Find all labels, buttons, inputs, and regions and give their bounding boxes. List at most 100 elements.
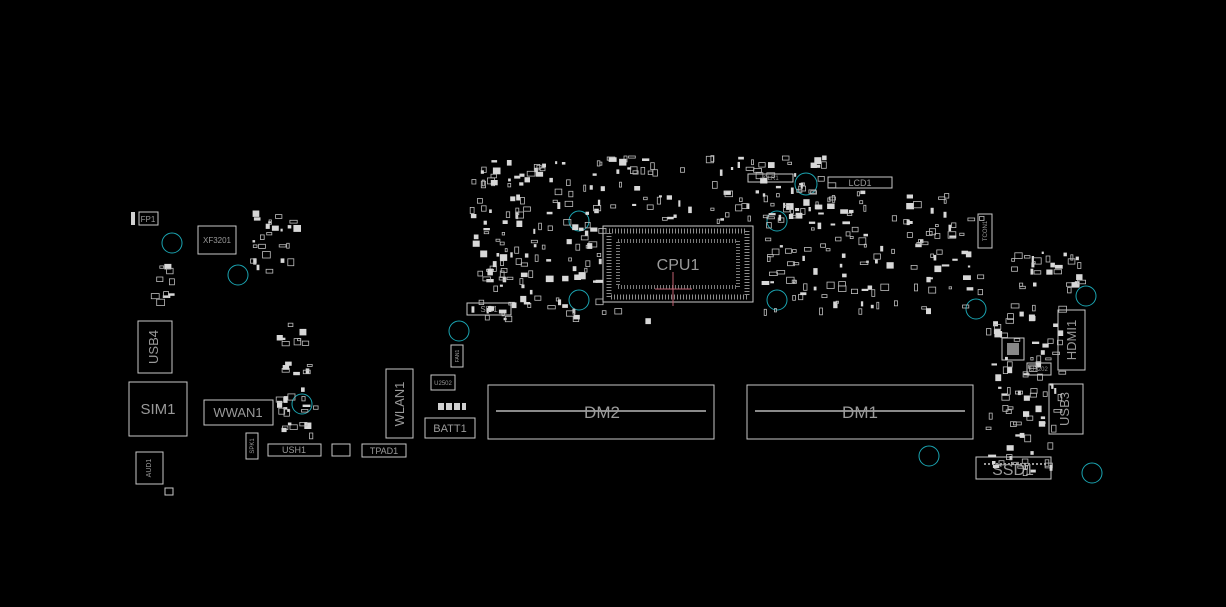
smd-part xyxy=(305,368,310,374)
smd-part xyxy=(1053,409,1063,413)
smd-part xyxy=(281,427,287,433)
smd-part xyxy=(301,409,309,413)
smd-part xyxy=(500,260,504,266)
smd-part xyxy=(808,221,816,224)
sim-slot[interactable]: SIM1 xyxy=(128,381,188,437)
smd-part xyxy=(483,228,490,231)
smd-part xyxy=(520,272,528,278)
smd-part xyxy=(536,164,542,169)
smd-part xyxy=(1028,364,1037,369)
smd-part xyxy=(301,396,306,402)
cpu-label: CPU1 xyxy=(657,257,700,274)
smd-part xyxy=(991,363,997,366)
smd-part xyxy=(1002,404,1009,412)
lcd-connector[interactable]: LCD1 xyxy=(827,176,893,189)
smd-part xyxy=(547,305,556,310)
smd-part xyxy=(514,246,520,254)
smd-part xyxy=(948,286,952,290)
cpu-package[interactable]: CPU1 xyxy=(602,225,754,306)
smd-part xyxy=(1030,469,1036,473)
smd-part xyxy=(846,212,853,216)
smd-part xyxy=(287,322,294,328)
xf3201-chip[interactable]: XF3201 xyxy=(197,225,237,255)
smd-part xyxy=(710,207,715,211)
smd-part xyxy=(156,276,164,282)
wlan-slot[interactable]: WLAN1 xyxy=(385,368,414,439)
smd-part xyxy=(541,244,546,250)
smd-part xyxy=(977,289,983,296)
usb4-connector[interactable]: USB4 xyxy=(137,320,173,374)
smd-part xyxy=(838,285,847,292)
smd-part xyxy=(1015,390,1024,395)
mounting-hole-3 xyxy=(291,393,313,415)
smd-part xyxy=(304,422,312,429)
smd-part xyxy=(491,160,498,163)
smd-part xyxy=(858,237,867,246)
u2502-label: U2502 xyxy=(434,381,452,387)
smd-part xyxy=(1022,469,1028,477)
mounting-hole-2 xyxy=(227,264,249,286)
smd-part xyxy=(1032,304,1036,312)
touchpad-connector[interactable]: TPAD1 xyxy=(361,443,407,458)
wwan-slot[interactable]: WWAN1 xyxy=(203,399,274,426)
smd-part xyxy=(558,299,562,306)
smd-part xyxy=(252,244,258,248)
audio-jack[interactable]: AUD1 xyxy=(135,451,174,496)
smd-part xyxy=(739,197,743,202)
smd-part xyxy=(1036,355,1042,363)
smd-part xyxy=(286,242,290,249)
smd-part xyxy=(634,186,641,191)
ush-connector[interactable]: USH1 xyxy=(267,443,351,457)
ssd-connector[interactable]: SSD1 xyxy=(975,456,1052,480)
smd-part xyxy=(947,231,957,239)
smd-part xyxy=(1007,361,1013,368)
smd-part xyxy=(826,281,835,289)
fingerprint-connector[interactable]: FP1 xyxy=(131,211,159,226)
usb3-connector[interactable]: USB3 xyxy=(1048,383,1084,435)
camera-connector[interactable]: CLR1 xyxy=(747,173,794,183)
smd-part xyxy=(472,240,480,247)
smd-part xyxy=(1029,392,1037,398)
smd-part xyxy=(499,254,508,261)
smd-part xyxy=(770,281,774,284)
smd-part xyxy=(596,160,601,167)
smd-part xyxy=(1011,461,1019,466)
tcon-connector[interactable]: TCON1 xyxy=(977,213,993,249)
smd-part xyxy=(986,328,992,336)
smd-part xyxy=(640,166,646,175)
smd-part xyxy=(159,265,165,269)
smd-part xyxy=(533,244,537,248)
smd-part xyxy=(515,207,520,216)
speaker-connector[interactable]: SPK1 xyxy=(245,432,259,460)
smd-part xyxy=(771,248,780,256)
smd-part xyxy=(572,266,577,272)
u2502-chip[interactable]: U2502 xyxy=(430,374,456,391)
smd-part xyxy=(1046,269,1053,275)
smd-part xyxy=(265,268,274,274)
fan-connector[interactable]: FAN1 xyxy=(450,344,464,368)
smd-part xyxy=(1033,282,1037,287)
smd-part xyxy=(935,224,939,228)
sim-label: SIM1 xyxy=(140,401,175,418)
smd-part xyxy=(870,304,874,309)
smd-part xyxy=(523,302,531,305)
smd-part xyxy=(535,171,544,177)
smd-part xyxy=(825,248,831,252)
tpad-label: TPAD1 xyxy=(370,446,398,456)
smd-part xyxy=(835,236,842,242)
smd-part xyxy=(1070,254,1074,261)
smd-part xyxy=(287,393,296,401)
smd-part xyxy=(775,185,781,189)
smd-part xyxy=(770,202,775,207)
smd-part xyxy=(545,275,554,283)
smd-part xyxy=(906,203,914,210)
smd-part xyxy=(814,157,822,165)
smd-part xyxy=(275,214,283,219)
smd-part xyxy=(1001,393,1008,396)
battery-connector[interactable]: BATT1 xyxy=(424,403,476,439)
dimm-slot-dm2[interactable]: DM2 xyxy=(487,384,715,440)
hdmi-retimer-chip[interactable] xyxy=(1001,337,1025,361)
smd-part xyxy=(926,276,931,283)
dimm-slot-dm1[interactable]: DM1 xyxy=(746,384,974,440)
smd-part xyxy=(589,185,593,190)
